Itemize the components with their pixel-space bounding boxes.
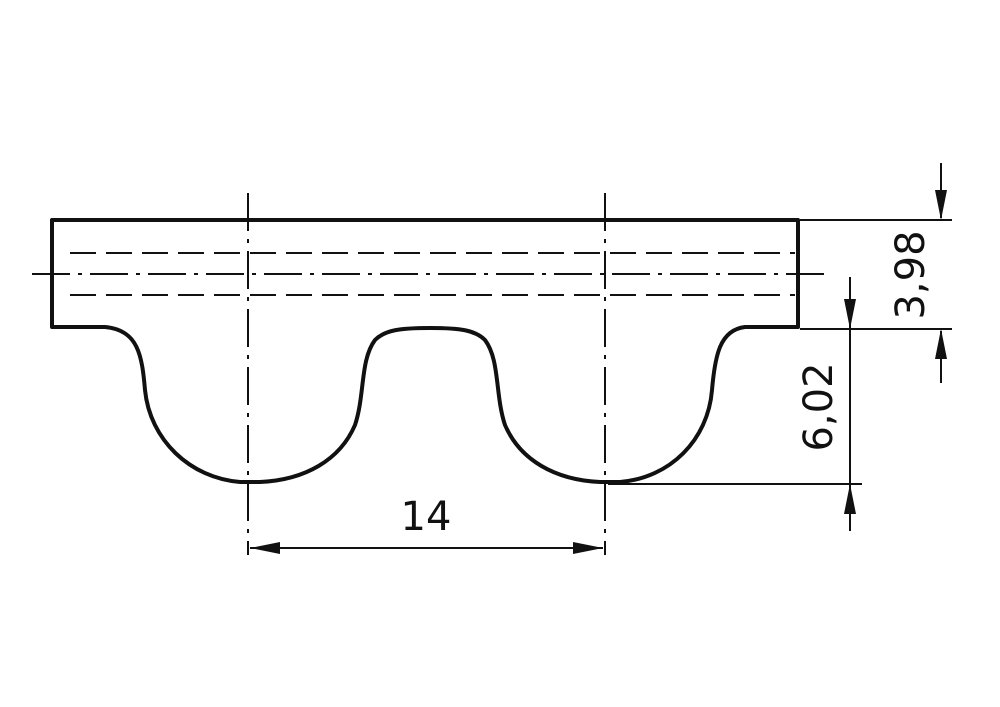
thickness-label: 3,98 bbox=[888, 230, 934, 319]
belt-outline bbox=[50, 218, 800, 484]
pitch-label: 14 bbox=[401, 494, 452, 540]
tooth-arrow-top bbox=[844, 299, 856, 329]
tooth-arrow-bottom bbox=[844, 484, 856, 514]
tooth-height-label: 6,02 bbox=[796, 362, 842, 451]
pitch-arrow-left bbox=[250, 542, 280, 554]
thickness-arrow-bottom bbox=[935, 329, 947, 359]
pitch-arrow-right bbox=[573, 542, 603, 554]
thickness-arrow-top bbox=[935, 190, 947, 220]
